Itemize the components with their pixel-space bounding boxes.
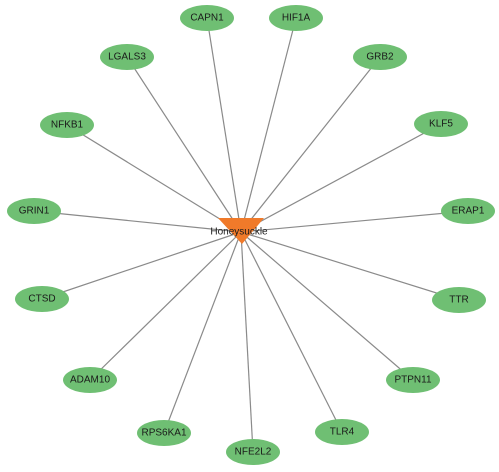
target-node-shape xyxy=(137,420,191,446)
target-node-shape xyxy=(100,44,154,70)
hub-node[interactable]: Honeysuckle xyxy=(210,218,268,244)
target-node-shape xyxy=(353,44,407,70)
target-node-shape xyxy=(432,287,486,313)
edge-ptpn11 xyxy=(240,231,414,381)
target-node-lgals3[interactable]: LGALS3 xyxy=(100,44,154,70)
target-node-shape xyxy=(386,367,440,393)
target-node-grb2[interactable]: GRB2 xyxy=(353,44,407,70)
edge-nfe2l2 xyxy=(240,231,254,453)
target-node-label: GRIN1 xyxy=(19,206,50,217)
target-node-shape xyxy=(63,367,117,393)
target-node-label: LGALS3 xyxy=(108,52,146,63)
edge-grin1 xyxy=(33,210,242,233)
target-node-shape xyxy=(180,5,234,31)
target-node-shape xyxy=(414,111,468,137)
edge-grb2 xyxy=(240,56,381,233)
target-node-ttr[interactable]: TTR xyxy=(432,287,486,313)
target-node-shape xyxy=(315,419,369,445)
target-node-shape xyxy=(40,112,94,138)
edge-ctsd xyxy=(41,231,242,300)
target-node-shape xyxy=(15,286,69,312)
target-node-shape xyxy=(441,198,495,224)
edge-nfkb1 xyxy=(66,124,242,233)
hub-label: Honeysuckle xyxy=(210,227,268,238)
target-node-label: ADAM10 xyxy=(70,375,110,386)
target-node-label: CAPN1 xyxy=(190,13,224,24)
target-node-klf5[interactable]: KLF5 xyxy=(414,111,468,137)
edge-rps6ka1 xyxy=(163,231,242,434)
edge-capn1 xyxy=(206,17,242,233)
target-node-shape xyxy=(7,198,61,224)
target-node-erap1[interactable]: ERAP1 xyxy=(441,198,495,224)
edge-klf5 xyxy=(240,123,442,233)
target-node-hif1a[interactable]: HIF1A xyxy=(269,5,323,31)
target-node-label: ERAP1 xyxy=(452,206,485,217)
target-node-ctsd[interactable]: CTSD xyxy=(15,286,69,312)
edge-tlr4 xyxy=(240,231,343,433)
target-node-capn1[interactable]: CAPN1 xyxy=(180,5,234,31)
target-node-tlr4[interactable]: TLR4 xyxy=(315,419,369,445)
target-node-label: PTPN11 xyxy=(394,375,431,386)
target-node-shape xyxy=(226,439,280,465)
edge-hif1a xyxy=(240,17,297,233)
target-node-shape xyxy=(269,5,323,31)
edge-lgals3 xyxy=(126,56,242,233)
target-node-label: RPS6KA1 xyxy=(141,428,186,439)
target-node-label: TLR4 xyxy=(330,427,355,438)
target-node-rps6ka1[interactable]: RPS6KA1 xyxy=(137,420,191,446)
target-node-label: NFKB1 xyxy=(51,120,84,131)
target-node-label: CTSD xyxy=(28,294,55,305)
edges-layer xyxy=(33,17,469,453)
target-node-label: NFE2L2 xyxy=(235,447,272,458)
edge-ttr xyxy=(240,231,460,301)
edge-adam10 xyxy=(89,231,242,381)
target-node-label: TTR xyxy=(449,295,468,306)
target-node-label: GRB2 xyxy=(366,52,394,63)
target-node-ptpn11[interactable]: PTPN11 xyxy=(386,367,440,393)
target-node-grin1[interactable]: GRIN1 xyxy=(7,198,61,224)
target-node-adam10[interactable]: ADAM10 xyxy=(63,367,117,393)
target-node-nfe2l2[interactable]: NFE2L2 xyxy=(226,439,280,465)
target-node-nfkb1[interactable]: NFKB1 xyxy=(40,112,94,138)
target-node-label: HIF1A xyxy=(282,13,311,24)
target-node-label: KLF5 xyxy=(429,119,453,130)
edge-erap1 xyxy=(240,210,469,233)
hub-triangle-shape xyxy=(218,218,264,244)
